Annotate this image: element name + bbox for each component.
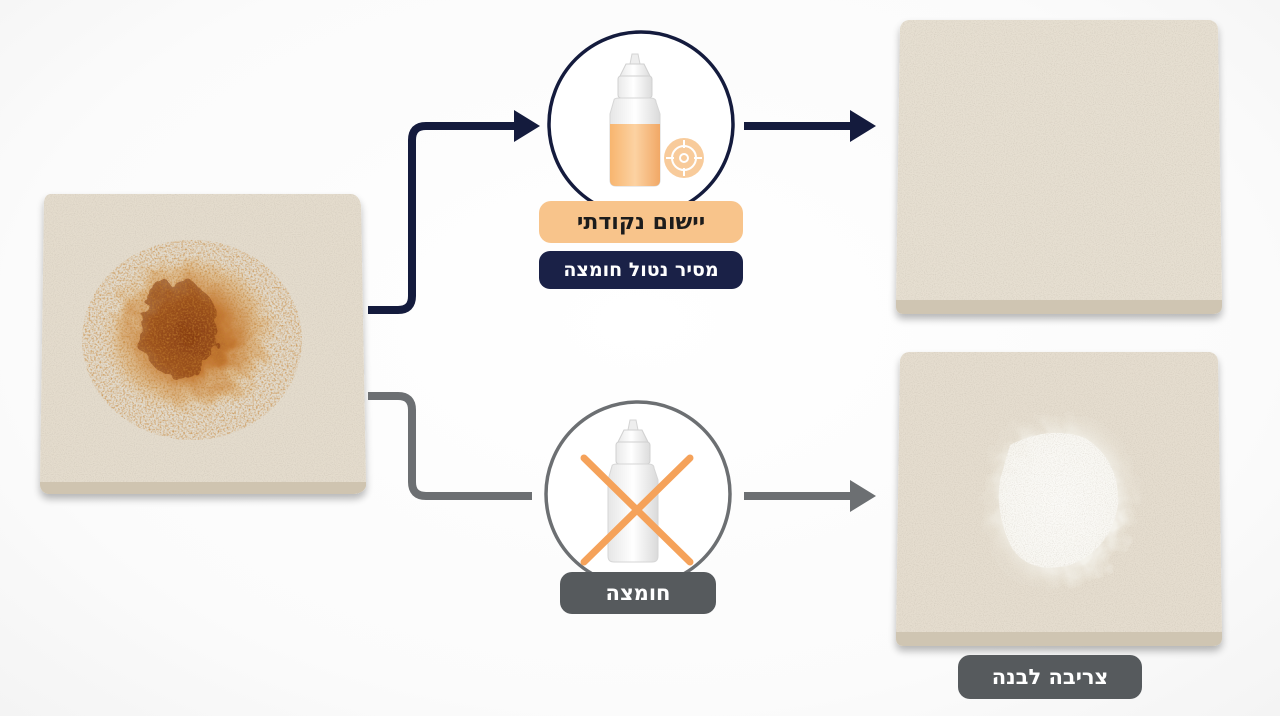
bottom-result-arrow	[744, 480, 876, 512]
acid-label: חומצה	[560, 572, 716, 614]
top-result-arrow	[744, 110, 876, 142]
white-etch-label: צריבה לבנה	[958, 655, 1142, 699]
target-icon	[662, 136, 706, 180]
x-mark-icon	[580, 454, 694, 566]
white-etch-mark	[982, 413, 1139, 590]
spot-application-label: יישום נקודתי	[539, 201, 743, 243]
bottom-path-arrow	[368, 392, 532, 500]
clean-tile	[896, 20, 1222, 314]
rust-stain	[82, 240, 302, 440]
dropper-bottle-icon	[609, 53, 661, 187]
top-path-arrow	[368, 110, 540, 314]
acid-free-remover-label: מסיר נטול חומצה	[539, 251, 743, 289]
